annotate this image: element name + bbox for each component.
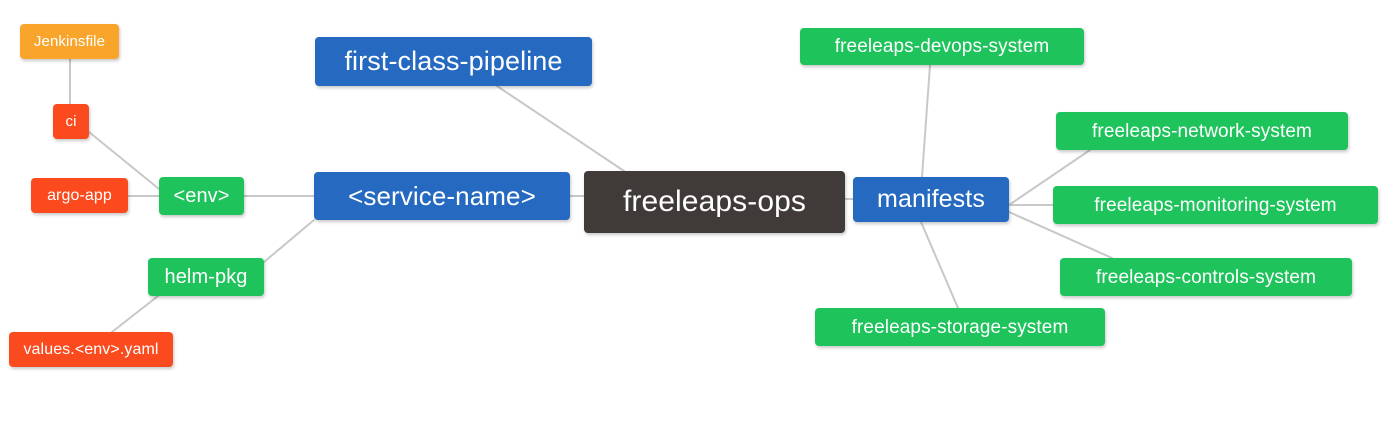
mindmap-node-helm-pkg[interactable]: helm-pkg	[148, 258, 264, 296]
mindmap-node-freeleaps-ops[interactable]: freeleaps-ops	[584, 171, 845, 233]
mindmap-node-first-class-pipeline[interactable]: first-class-pipeline	[315, 37, 592, 86]
mindmap-node-freeleaps-network-system[interactable]: freeleaps-network-system	[1056, 112, 1348, 150]
node-label-freeleaps-monitoring-system: freeleaps-monitoring-system	[1094, 194, 1337, 216]
mindmap-node-env[interactable]: <env>	[159, 177, 244, 215]
edge-helm-pkg-to-values-env-yaml	[111, 295, 159, 333]
node-label-service-name: <service-name>	[348, 181, 536, 211]
edge-first-class-pipeline-to-freeleaps-ops	[496, 85, 625, 172]
node-label-freeleaps-storage-system: freeleaps-storage-system	[851, 316, 1069, 338]
mindmap-node-freeleaps-storage-system[interactable]: freeleaps-storage-system	[815, 308, 1105, 346]
node-label-values-env-yaml: values.<env>.yaml	[23, 340, 159, 358]
mindmap-node-freeleaps-monitoring-system[interactable]: freeleaps-monitoring-system	[1053, 186, 1378, 224]
node-label-jenkinsfile: Jenkinsfile	[33, 33, 106, 50]
mindmap-node-jenkinsfile[interactable]: Jenkinsfile	[20, 24, 119, 59]
node-label-env: <env>	[173, 185, 230, 207]
mindmap-node-freeleaps-controls-system[interactable]: freeleaps-controls-system	[1060, 258, 1352, 296]
node-label-freeleaps-controls-system: freeleaps-controls-system	[1095, 266, 1317, 288]
node-label-ci: ci	[65, 113, 77, 130]
mindmap-node-freeleaps-devops-system[interactable]: freeleaps-devops-system	[800, 28, 1084, 65]
node-label-freeleaps-network-system: freeleaps-network-system	[1092, 120, 1312, 142]
mindmap-node-ci[interactable]: ci	[53, 104, 89, 139]
edge-service-name-to-helm-pkg	[263, 219, 315, 263]
mindmap-node-service-name[interactable]: <service-name>	[314, 172, 570, 220]
mindmap-node-values-env-yaml[interactable]: values.<env>.yaml	[9, 332, 173, 367]
node-label-freeleaps-ops: freeleaps-ops	[622, 185, 807, 218]
edge-manifests-to-freeleaps-storage-system	[920, 221, 959, 309]
node-label-helm-pkg: helm-pkg	[164, 266, 248, 288]
edge-freeleaps-devops-system-to-manifests	[921, 64, 931, 178]
node-label-argo-app: argo-app	[47, 186, 112, 204]
node-label-manifests: manifests	[877, 185, 985, 213]
mindmap-node-manifests[interactable]: manifests	[853, 177, 1009, 222]
mindmap-node-argo-app[interactable]: argo-app	[31, 178, 128, 213]
node-label-first-class-pipeline: first-class-pipeline	[344, 46, 563, 76]
node-label-freeleaps-devops-system: freeleaps-devops-system	[834, 36, 1050, 57]
